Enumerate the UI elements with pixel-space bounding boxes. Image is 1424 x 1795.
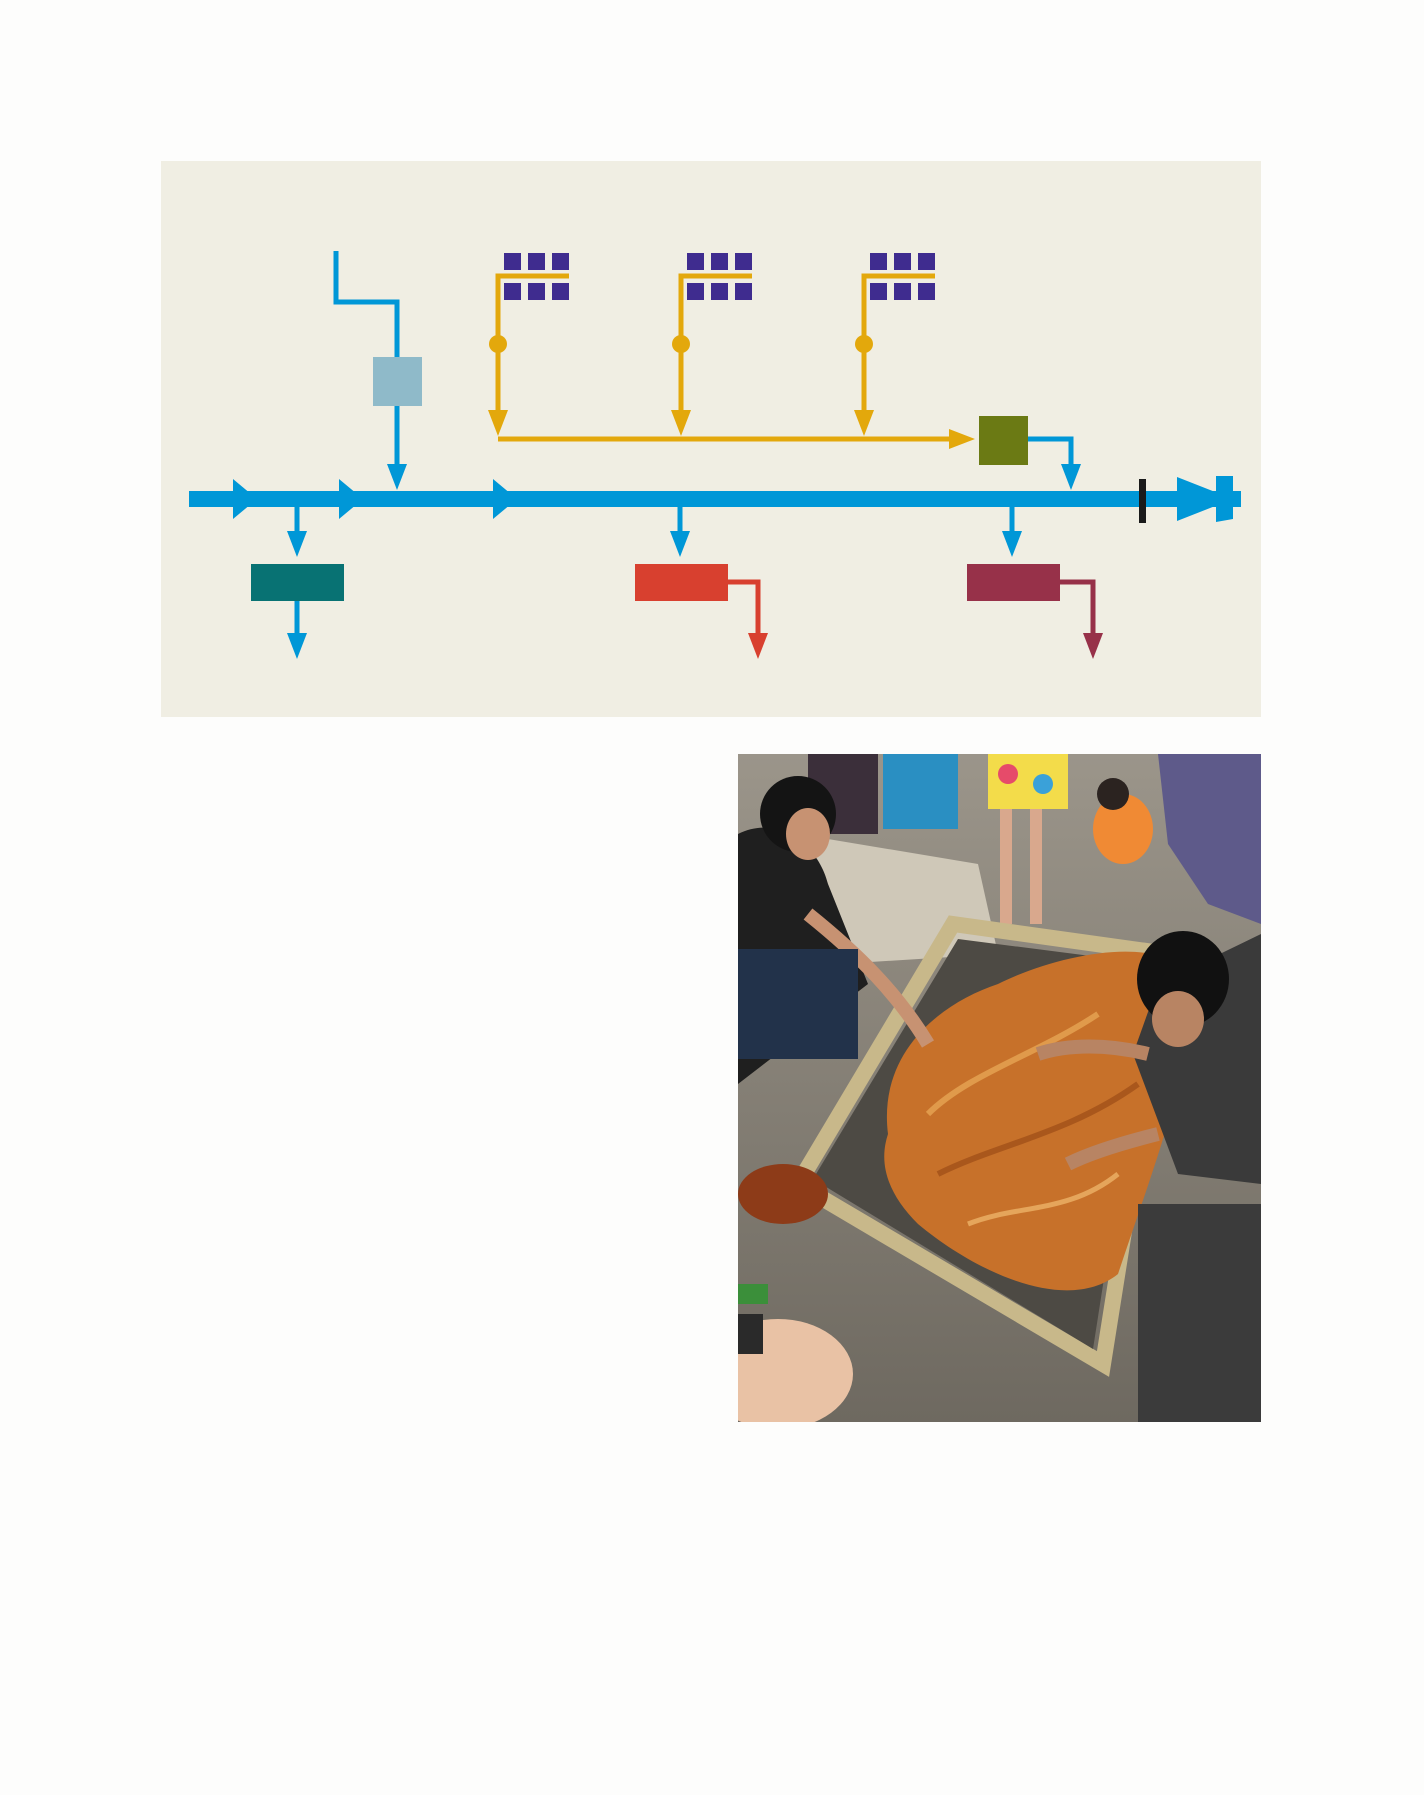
collector-arrow-icon-2 bbox=[671, 410, 691, 436]
collector-arrow-icon-1 bbox=[488, 410, 508, 436]
outlet-2-arrow-out-icon bbox=[748, 633, 768, 659]
intake-box bbox=[373, 357, 422, 406]
seaweed-mass bbox=[884, 951, 1190, 1291]
outlet-3-arrow-out-icon bbox=[1083, 633, 1103, 659]
treatment-outflow-arrow-icon bbox=[1061, 464, 1081, 490]
main-stream-end-arrow-icon bbox=[1177, 477, 1233, 521]
intake-arrow-icon bbox=[387, 464, 407, 490]
outlet-3-pipe-out bbox=[1060, 579, 1096, 646]
collector-arrow-icon-3 bbox=[854, 410, 874, 436]
photo-seaweed-net-cleaning bbox=[738, 754, 1261, 1422]
end-marker bbox=[1139, 479, 1146, 523]
child-crouching bbox=[1093, 794, 1153, 864]
outlet-box-3 bbox=[967, 564, 1060, 601]
flow-diagram bbox=[161, 161, 1261, 717]
outlet-2-arrow-in-icon bbox=[670, 531, 690, 557]
blue-bin bbox=[883, 754, 958, 829]
flow-direction-icon-3 bbox=[493, 479, 517, 519]
photo-illustration bbox=[738, 754, 1261, 1422]
outlet-1-arrow-in-icon bbox=[287, 531, 307, 557]
house-cluster-2 bbox=[678, 253, 752, 343]
house-cluster-3 bbox=[861, 253, 935, 343]
collector-main-arrow-icon bbox=[949, 429, 975, 449]
flow-direction-icon-2 bbox=[339, 479, 363, 519]
outlet-box-2 bbox=[635, 564, 728, 601]
outlet-3-arrow-in-icon bbox=[1002, 531, 1022, 557]
flow-direction-icon-1 bbox=[233, 479, 257, 519]
outlet-2-pipe-out bbox=[728, 579, 761, 646]
flow-diagram-canvas bbox=[161, 161, 1261, 717]
adult-bending bbox=[1158, 754, 1261, 924]
child-shorts bbox=[988, 754, 1068, 809]
house-cluster-1 bbox=[495, 253, 569, 343]
foreground-hand bbox=[738, 1319, 853, 1422]
outlet-1-arrow-out-icon bbox=[287, 633, 307, 659]
outlet-box-1 bbox=[251, 564, 344, 601]
treatment-box bbox=[979, 416, 1028, 465]
